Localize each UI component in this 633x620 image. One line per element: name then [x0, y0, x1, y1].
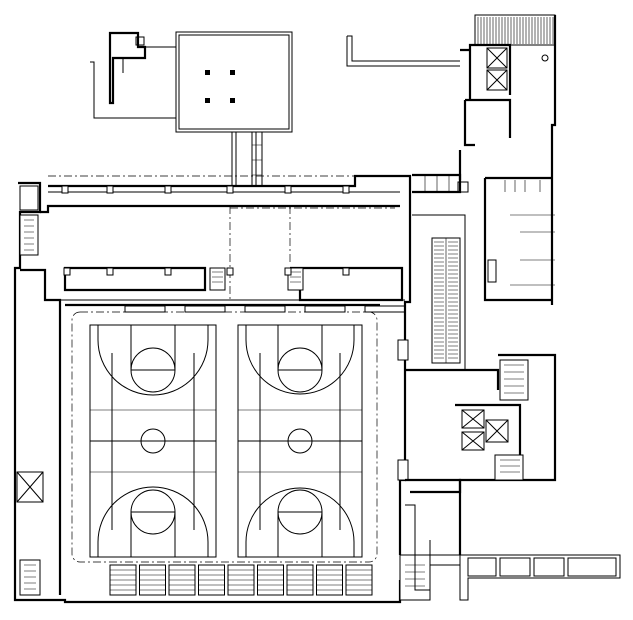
- column: [164, 185, 172, 194]
- basketball-court: [238, 324, 362, 558]
- basketball-court: [90, 324, 216, 558]
- bleacher-section: [184, 305, 226, 313]
- column: [205, 70, 210, 75]
- column: [61, 185, 69, 194]
- free-throw-circle: [130, 347, 176, 393]
- column: [230, 98, 235, 103]
- center-circle: [140, 428, 166, 454]
- column: [342, 185, 350, 194]
- three-point-arc: [245, 325, 355, 395]
- column: [226, 267, 234, 276]
- column: [205, 98, 210, 103]
- key: [130, 324, 176, 371]
- bleacher-section: [364, 305, 406, 313]
- key: [277, 511, 323, 558]
- annex-building: [90, 31, 176, 119]
- three-point-arc: [245, 487, 355, 557]
- bleacher-section: [244, 305, 286, 313]
- column: [106, 185, 114, 194]
- key: [130, 511, 176, 558]
- column: [106, 267, 114, 276]
- pavilion: [175, 31, 293, 133]
- gymnasium: [71, 305, 406, 596]
- south-annex: [430, 554, 621, 601]
- column: [284, 267, 292, 276]
- column: [230, 70, 235, 75]
- bleacher-section: [124, 305, 166, 313]
- bridge: [231, 132, 263, 186]
- column: [226, 185, 234, 194]
- walkway: [346, 35, 460, 67]
- column: [284, 185, 292, 194]
- center-circle: [287, 428, 313, 454]
- east-wing: [405, 14, 557, 591]
- column: [342, 267, 350, 276]
- three-point-arc: [97, 325, 209, 396]
- free-throw-circle: [130, 489, 176, 535]
- column: [164, 267, 172, 276]
- bleacher-section: [304, 305, 346, 313]
- key: [277, 324, 323, 371]
- main-building: [13, 174, 431, 604]
- column-row: [61, 185, 350, 276]
- free-throw-circle: [277, 347, 323, 393]
- three-point-arc: [97, 486, 209, 557]
- column: [63, 267, 71, 276]
- free-throw-circle: [277, 489, 323, 535]
